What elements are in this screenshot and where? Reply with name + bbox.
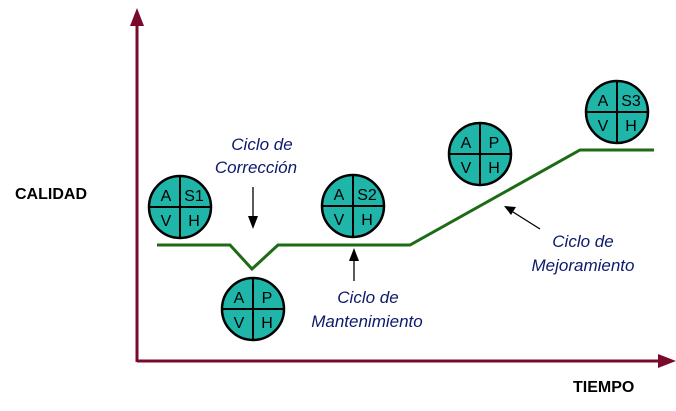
pdca-quadrant-top-left: A [598,93,609,110]
pdca-quadrant-top-right: P [262,290,273,307]
pdca-circle-s1: A S1 V H [147,174,213,240]
pdca-quadrant-top-right: S3 [621,93,641,110]
pdca-quadrant-top-right: P [489,135,500,152]
y-axis-arrow-icon [130,8,144,26]
pdca-quadrant-bottom-right: H [261,315,273,332]
pdca-quadrant-bottom-left: V [161,213,172,230]
pdca-quadrant-bottom-right: H [488,160,500,177]
pdca-quadrant-bottom-left: V [334,212,345,229]
pdca-quadrant-top-left: A [234,290,245,307]
improvement-label-line1: Ciclo de [552,232,613,251]
pdca-circle-improvement: A P V H [447,121,513,187]
pdca-quadrant-top-right: S2 [357,187,377,204]
maintenance-label-line2: Mantenimiento [311,312,423,331]
pdca-circle-correction: A P V H [220,276,286,342]
pdca-quadrant-top-left: A [334,187,345,204]
x-axis-arrow-icon [658,354,676,368]
pdca-quadrant-bottom-right: H [361,212,373,229]
maintenance-arrowhead-icon [349,248,359,261]
correction-arrowhead-icon [248,216,258,229]
pdca-quadrant-bottom-left: V [461,160,472,177]
pdca-quadrant-top-right: S1 [184,188,204,205]
pdca-quadrant-bottom-right: H [188,213,200,230]
x-axis-label: TIEMPO [573,379,634,396]
axes [130,8,676,368]
pdca-quadrant-bottom-left: V [598,118,609,135]
pdca-quadrant-top-left: A [461,135,472,152]
maintenance-annotation: Ciclo de Mantenimiento [311,248,423,331]
improvement-arrowhead-icon [504,206,516,215]
pdca-circle-s3: A S3 V H [584,79,650,145]
improvement-arrow [512,211,541,230]
pdca-quadrant-bottom-right: H [625,118,637,135]
quality-line [157,148,654,272]
improvement-label-line2: Mejoramiento [532,256,635,275]
correction-annotation: Ciclo de Corrección [215,135,297,229]
pdca-circle-s2: A S2 V H [320,173,386,239]
pdca-quadrant-top-left: A [161,188,172,205]
maintenance-label-line1: Ciclo de [337,288,398,307]
correction-label-line2: Corrección [215,158,297,177]
pdca-quadrant-bottom-left: V [234,315,245,332]
improvement-annotation: Ciclo de Mejoramiento [504,206,635,275]
y-axis-label: CALIDAD [15,186,87,203]
correction-label-line1: Ciclo de [231,135,292,154]
